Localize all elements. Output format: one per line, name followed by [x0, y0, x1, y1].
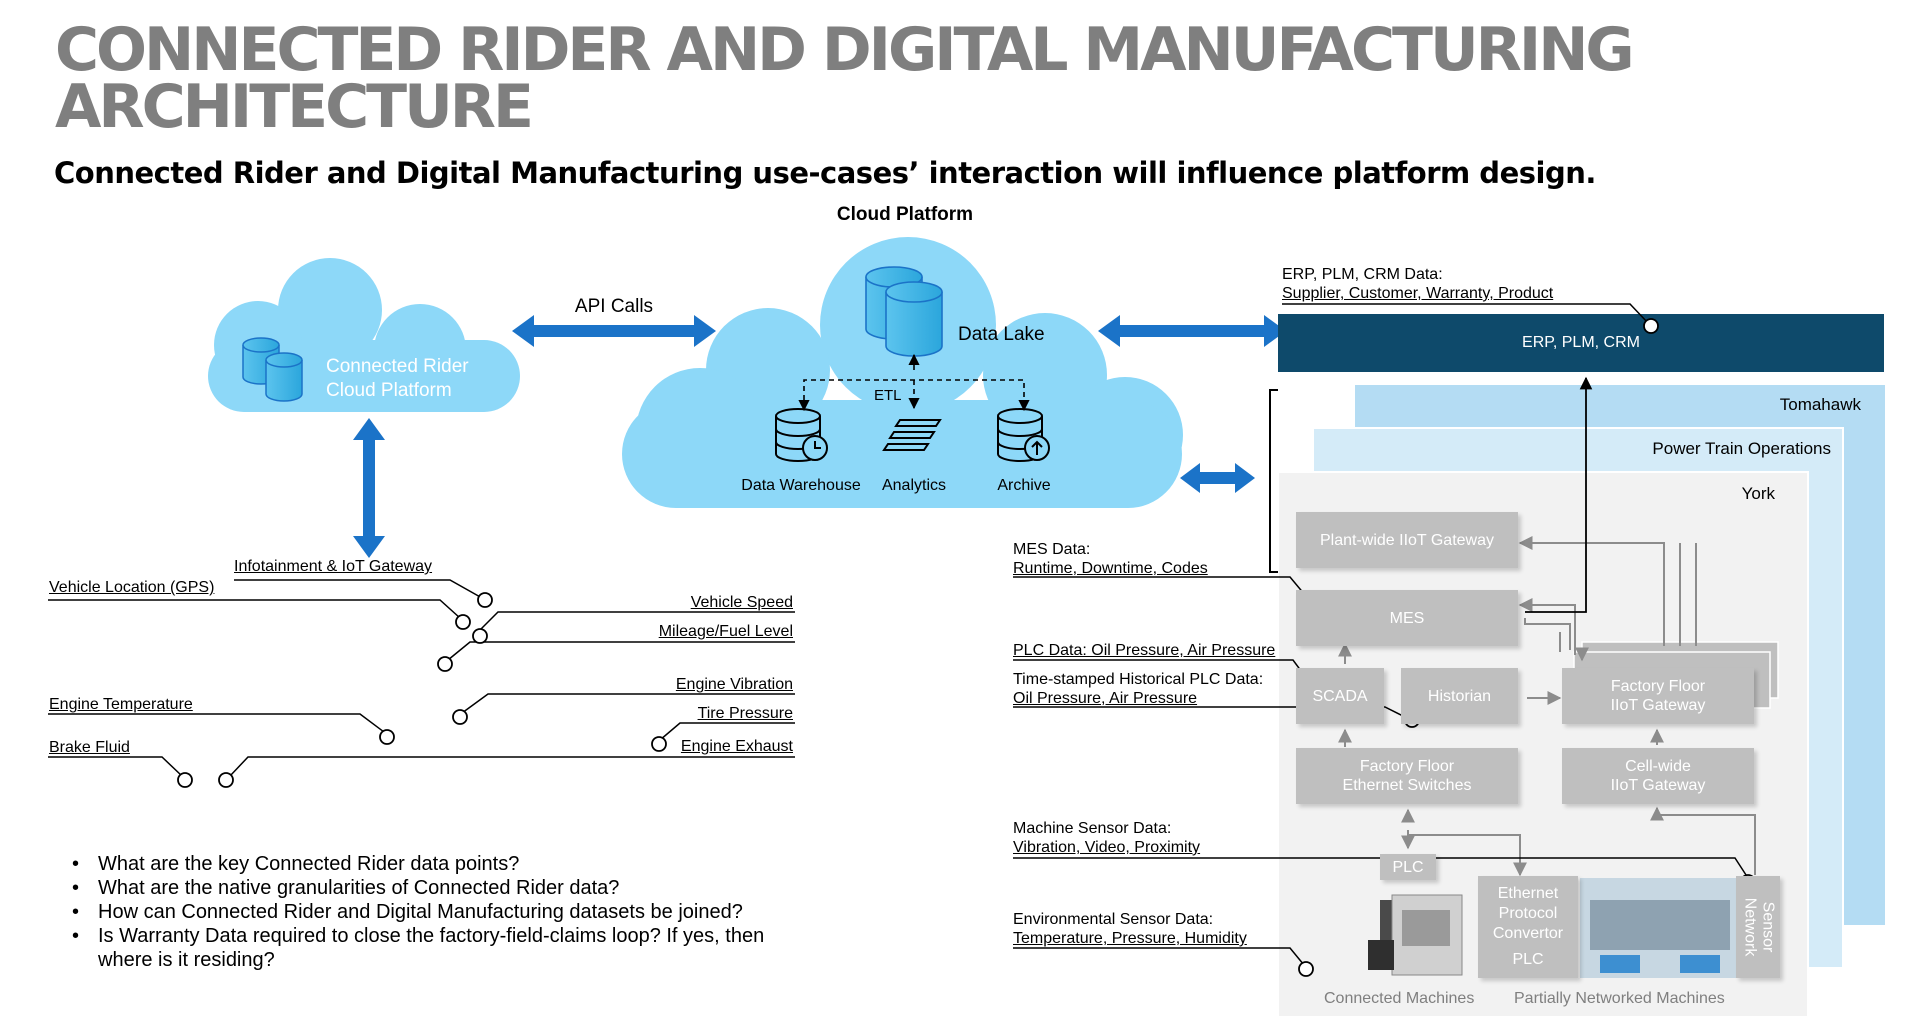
plant-double-arrow	[1180, 463, 1255, 493]
mes-data-title: MES Data:	[1013, 541, 1091, 558]
plant-wide-gateway-box: Plant-wide IIoT Gateway	[1296, 512, 1518, 568]
plant-bracket	[1269, 389, 1278, 573]
erp-data-detail: Supplier, Customer, Warranty, Product	[1282, 285, 1554, 302]
cloud-platform-heading: Cloud Platform	[837, 204, 973, 225]
environment-sensor-title: Environmental Sensor Data:	[1013, 911, 1214, 928]
cell-gateway-line2: IIoT Gateway	[1610, 777, 1706, 794]
archive-icon	[997, 408, 1050, 462]
erp-box: ERP, PLM, CRM	[1522, 334, 1640, 351]
historian-label: Historian	[1427, 687, 1492, 705]
ethernet-switches-line1: Factory Floor	[1359, 758, 1455, 775]
vehicle-point-mileage: Mileage/Fuel Level	[658, 623, 793, 640]
erp-data-title: ERP, PLM, CRM Data:	[1282, 266, 1443, 283]
vehicle-point-speed: Vehicle Speed	[690, 594, 793, 611]
vehicle-leader-lines	[48, 579, 795, 777]
connected-machines-caption: Connected Machines	[1324, 990, 1475, 1007]
mes-data-detail: Runtime, Downtime, Codes	[1013, 560, 1208, 577]
mes-label: MES	[1389, 609, 1425, 627]
partial-machine-image	[1580, 878, 1740, 978]
environment-sensor-detail: Temperature, Pressure, Humidity	[1013, 930, 1247, 947]
mes-box: MES	[1296, 590, 1518, 646]
vehicle-point-gps: Vehicle Location (GPS)	[49, 579, 215, 596]
plant-wide-gateway-label: Plant-wide IIoT Gateway	[1319, 531, 1494, 549]
database-icon	[242, 337, 303, 402]
historian-box: Historian	[1401, 668, 1518, 724]
question-item: Is Warranty Data required to close the f…	[70, 924, 770, 972]
vehicle-point-infotainment: Infotainment & IoT Gateway	[234, 558, 433, 575]
scada-label: SCADA	[1312, 687, 1368, 705]
data-warehouse-label: Data Warehouse	[741, 477, 861, 494]
plant-name-tomahawk: Tomahawk	[1779, 395, 1861, 414]
page-subtitle: Connected Rider and Digital Manufacturin…	[54, 156, 1596, 190]
connected-rider-cloud-shape	[208, 258, 520, 412]
machine-sensor-detail: Vibration, Video, Proximity	[1013, 839, 1201, 856]
plc-label: PLC	[1392, 858, 1424, 876]
questions-list: What are the key Connected Rider data po…	[70, 852, 770, 972]
vehicle-point-markers	[177, 592, 667, 788]
vehicle-point-brake-fluid: Brake Fluid	[49, 739, 130, 756]
data-warehouse-icon	[775, 408, 828, 462]
sensor-network-box: Sensor Network	[1736, 876, 1780, 978]
sensor-network-line1: Sensor	[1759, 901, 1776, 953]
sensor-network-line2: Network	[1741, 897, 1758, 957]
question-item: What are the native granularities of Con…	[70, 876, 770, 900]
plant-name-powertrain: Power Train Operations	[1652, 439, 1831, 458]
analytics-icon	[882, 419, 942, 451]
convertor-line3: Convertor	[1492, 925, 1564, 942]
historical-data-detail: Oil Pressure, Air Pressure	[1013, 690, 1198, 707]
ethernet-switches-line2: Ethernet Switches	[1342, 777, 1472, 794]
protocol-convertor-box: Ethernet Protocol Convertor PLC	[1478, 876, 1578, 978]
connected-machine-image	[1368, 894, 1463, 976]
rider-vertical-arrow	[353, 418, 385, 558]
historical-data-title: Time-stamped Historical PLC Data:	[1013, 671, 1264, 688]
vehicle-point-tire-pressure: Tire Pressure	[697, 705, 793, 722]
factory-floor-gateway-line2: IIoT Gateway	[1610, 697, 1706, 714]
factory-floor-gateway-line1: Factory Floor	[1610, 678, 1706, 695]
plc-data-label: PLC Data: Oil Pressure, Air Pressure	[1013, 642, 1276, 659]
etl-label: ETL	[874, 387, 902, 404]
vehicle-point-engine-temperature: Engine Temperature	[49, 696, 193, 713]
plc-box: PLC	[1380, 854, 1436, 880]
question-item: What are the key Connected Rider data po…	[70, 852, 770, 876]
scada-box: SCADA	[1296, 668, 1384, 724]
vehicle-point-engine-exhaust: Engine Exhaust	[680, 738, 793, 755]
rider-cloud-line1: Connected Rider	[326, 356, 469, 377]
data-lake-label: Data Lake	[958, 324, 1045, 345]
vehicle-point-engine-vibration: Engine Vibration	[675, 676, 793, 693]
analytics-label: Analytics	[882, 477, 946, 494]
api-double-arrow	[512, 315, 716, 347]
page-title: CONNECTED RIDER AND DIGITAL MANUFACTURIN…	[55, 15, 1635, 142]
convertor-line2: Protocol	[1498, 905, 1558, 922]
question-item: How can Connected Rider and Digital Manu…	[70, 900, 770, 924]
cell-gateway-line1: Cell-wide	[1625, 758, 1691, 775]
convertor-line1: Ethernet	[1497, 885, 1559, 902]
plant-name-york: York	[1741, 484, 1775, 503]
erp-double-arrow	[1098, 315, 1286, 347]
convertor-plc-label: PLC	[1512, 951, 1544, 968]
partial-machines-caption: Partially Networked Machines	[1514, 990, 1725, 1007]
rider-cloud-line2: Cloud Platform	[326, 380, 452, 401]
api-calls-label: API Calls	[575, 296, 653, 317]
machine-sensor-title: Machine Sensor Data:	[1013, 820, 1172, 837]
erp-box-bg	[1278, 314, 1884, 372]
archive-label: Archive	[997, 477, 1050, 494]
